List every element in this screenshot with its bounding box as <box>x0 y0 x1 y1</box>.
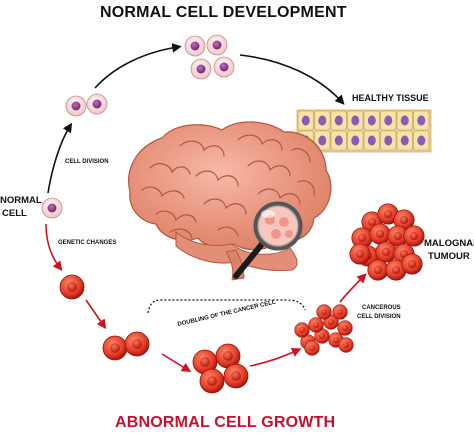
dividing-normal-cells <box>65 93 108 117</box>
tissue-cell-nucleus <box>400 135 409 146</box>
tumour-cell <box>375 241 397 263</box>
cancer-cell <box>316 304 332 320</box>
arrow-cancer-to-two <box>85 299 107 330</box>
label-malignant-line1: MALOGNANT <box>424 238 474 249</box>
tumour-cell <box>401 253 423 275</box>
tissue-cell-nucleus <box>318 135 327 146</box>
cancer-cell <box>308 317 324 333</box>
arrow-four-to-tissue <box>239 54 345 105</box>
label-healthy-tissue: HEALTHY TISSUE <box>352 93 429 103</box>
label-genetic-changes: GENETIC CHANGES <box>58 240 116 246</box>
tissue-cell-nucleus <box>400 115 409 126</box>
cancer-cells-four <box>192 343 249 394</box>
arrow-two-to-four <box>161 353 192 373</box>
tissue-cell-nucleus <box>367 135 376 146</box>
title-abnormal-growth: ABNORMAL CELL GROWTH <box>115 414 335 431</box>
cancer-cell-single <box>59 274 85 300</box>
tissue-cell-nucleus <box>367 115 376 126</box>
tumour-cell <box>349 243 371 265</box>
tissue-cell-nucleus <box>318 115 327 126</box>
title-normal-development: NORMAL CELL DEVELOPMENT <box>100 4 347 21</box>
tissue-cell-nucleus <box>351 115 360 126</box>
label-normal-cell-line2: CELL <box>2 208 27 219</box>
arrow-normal-to-cancer <box>45 223 63 272</box>
label-doubling: DOUBLING OF THE CANCER CELL <box>177 299 276 327</box>
label-cell-division: CELL DIVISION <box>65 159 109 165</box>
tissue-cell-nucleus <box>384 135 393 146</box>
tissue-cell-nucleus <box>334 115 343 126</box>
doubling-bracket <box>147 299 306 314</box>
cancer-cell <box>332 304 348 320</box>
cancer-cell <box>304 340 320 356</box>
cancer-cell <box>337 320 353 336</box>
normal-cell <box>41 197 63 219</box>
brain-illustration <box>128 121 332 281</box>
arrow-normal-to-division <box>47 122 73 194</box>
cancer-cell <box>338 337 354 353</box>
tumour-cell <box>403 225 425 247</box>
cancer-cells-cluster <box>294 304 354 356</box>
malignant-tumour <box>349 203 425 281</box>
tissue-cell-nucleus <box>351 135 360 146</box>
tissue-cell-nucleus <box>417 135 426 146</box>
cancer-cells-two <box>102 331 150 361</box>
arrow-many-to-tumour <box>339 273 367 303</box>
arrow-division-to-four <box>94 43 182 89</box>
arrow-four-to-many <box>249 348 302 367</box>
tissue-cell-nucleus <box>417 115 426 126</box>
label-normal-cell-line1: NORMAL <box>0 195 42 206</box>
label-cancerous-line2: CELL DIVISION <box>357 314 401 320</box>
four-normal-cells <box>184 34 235 80</box>
tumour-cell <box>367 259 389 281</box>
tissue-cell-nucleus <box>384 115 393 126</box>
tissue-cell-nucleus <box>301 115 310 126</box>
tissue-cell-nucleus <box>334 135 343 146</box>
cancer-cell <box>294 322 310 338</box>
magnifier-icon <box>233 201 303 279</box>
label-malignant-line2: TUMOUR <box>428 251 470 262</box>
tumour-cell <box>369 223 391 245</box>
label-cancerous-line1: CANCEROUS <box>362 305 401 311</box>
